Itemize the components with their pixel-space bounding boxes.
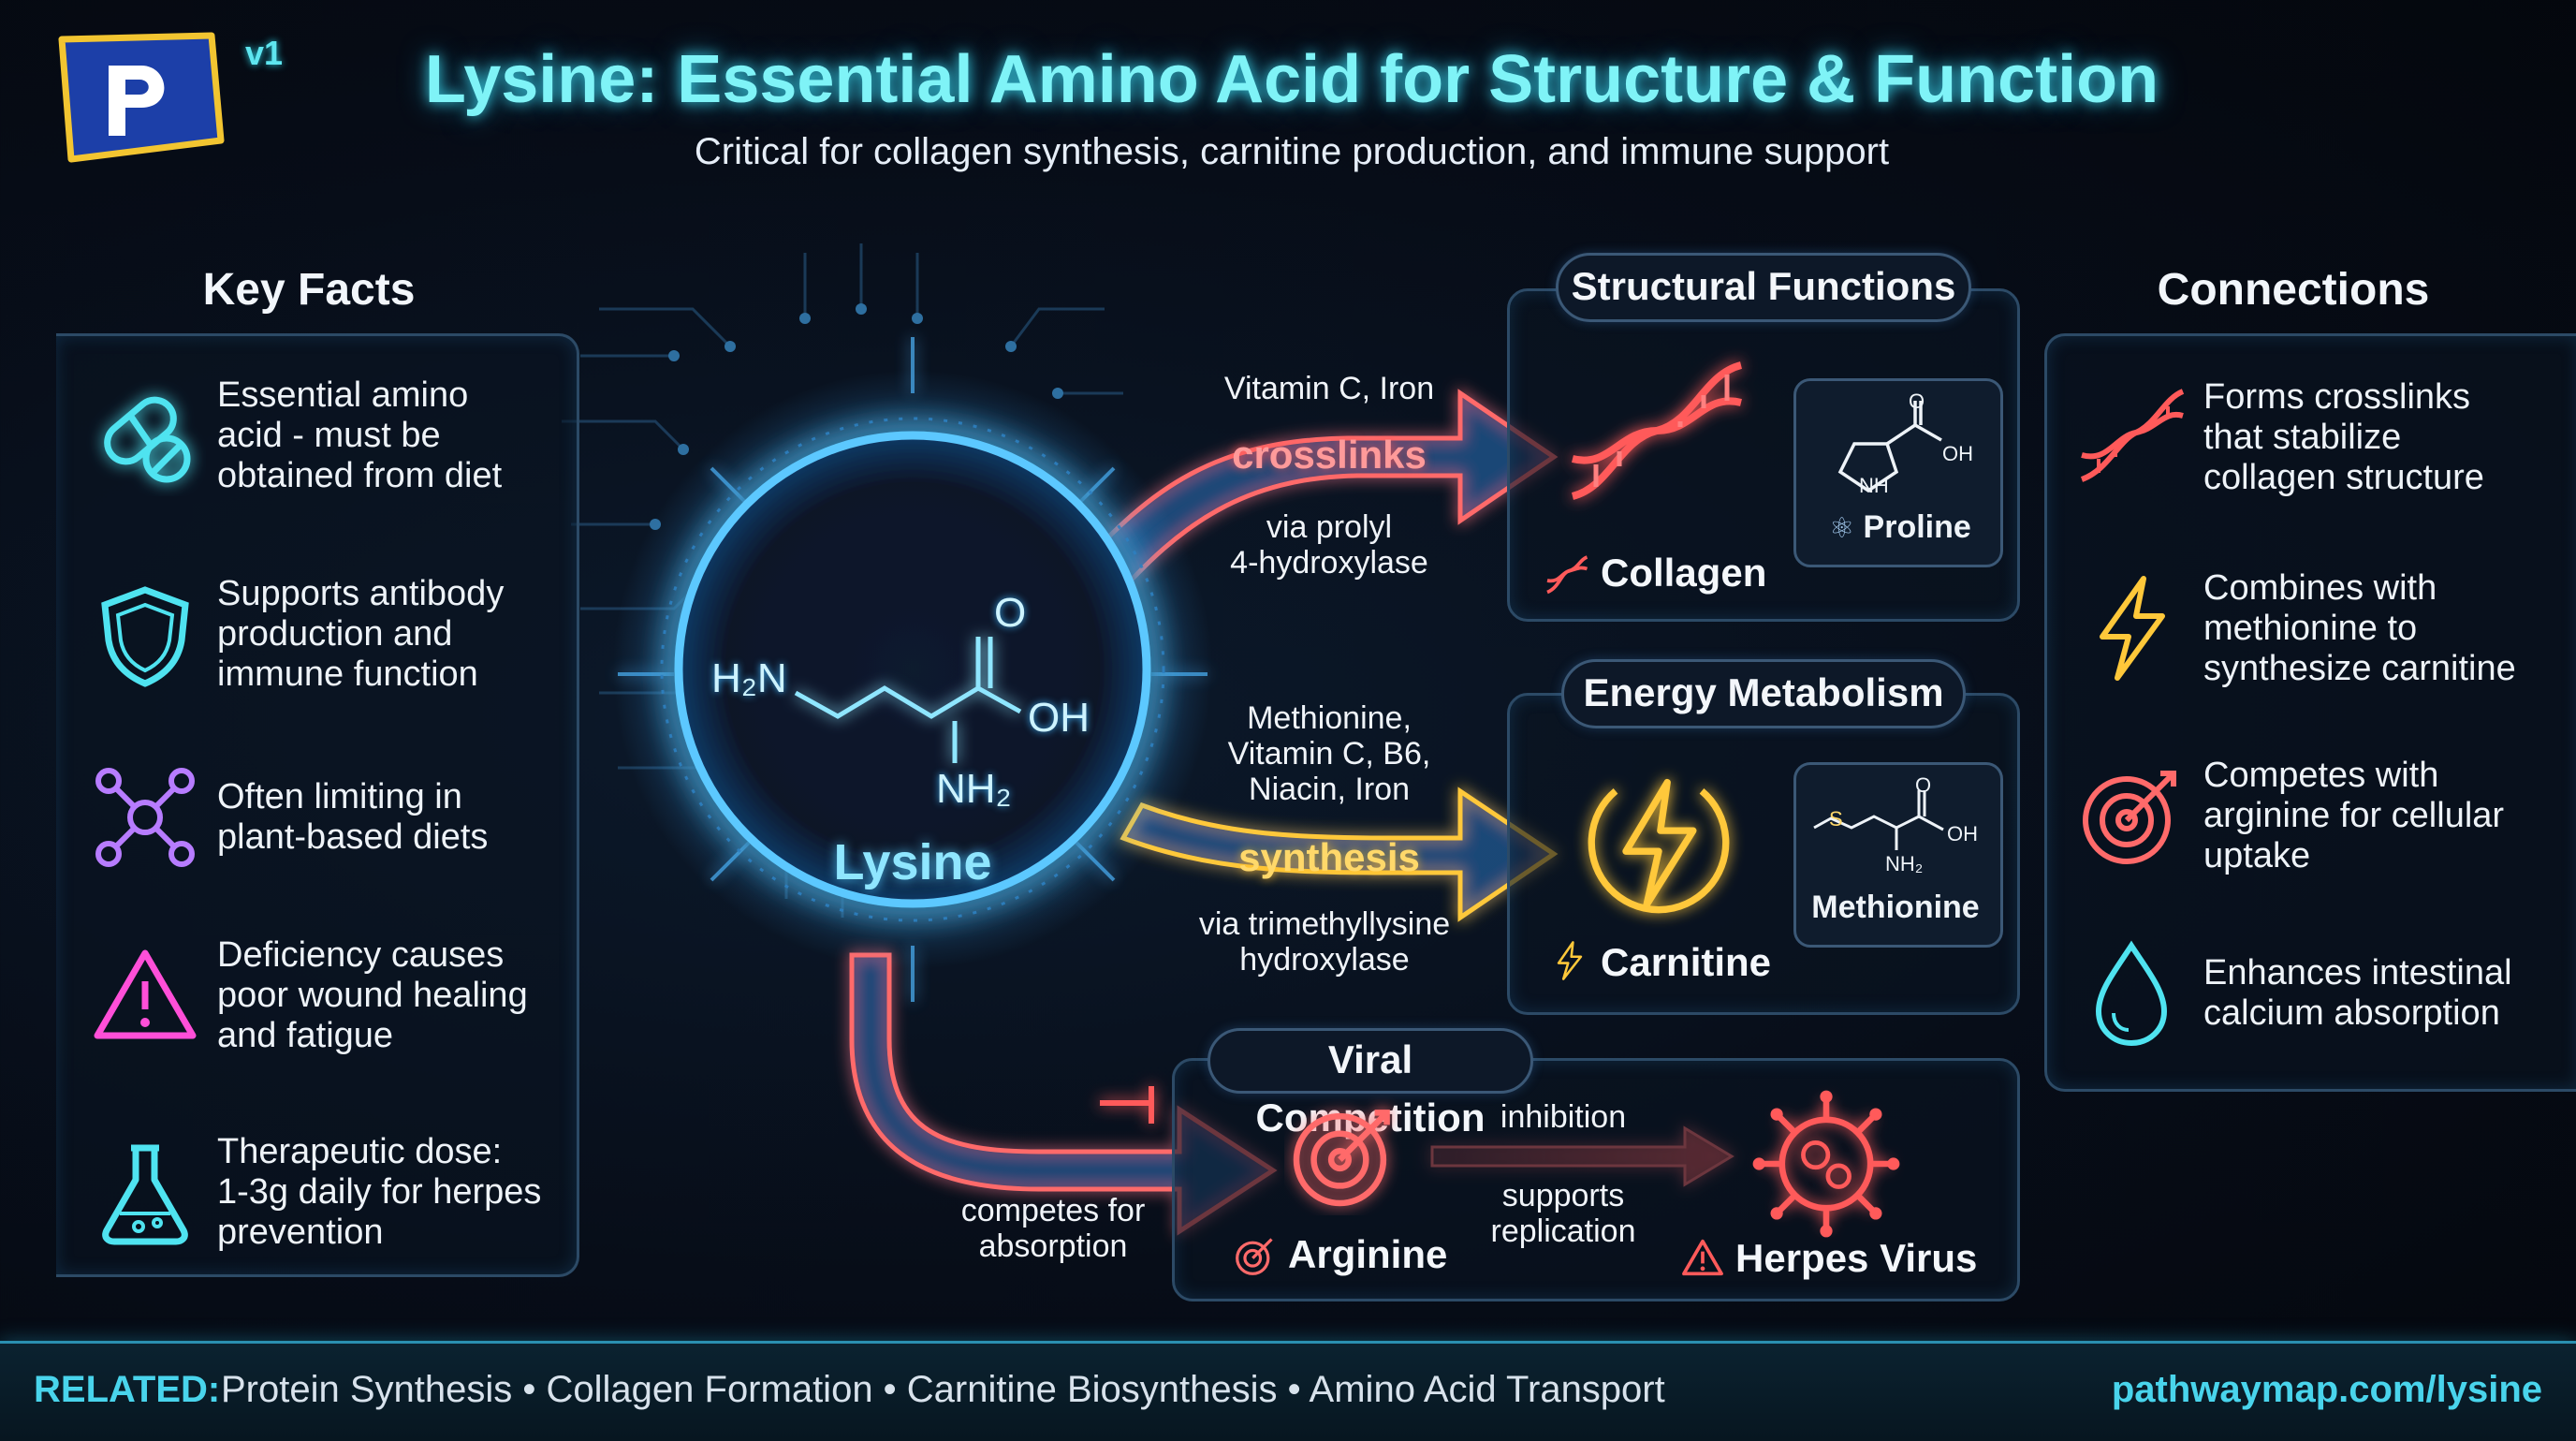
methionine-nh2-label: NH₂ (1885, 852, 1924, 875)
methionine-name: Methionine (1811, 890, 1980, 925)
methionine-oh-label: OH (1947, 822, 1978, 845)
methionine-o-label: O (1915, 773, 1932, 797)
fact-item-1: Essential amino acid - must be obtained … (84, 375, 502, 496)
lysine-core-circle (674, 431, 1151, 908)
collagen-name: Collagen (1601, 551, 1767, 595)
small-dna-icon (1546, 555, 1588, 595)
footer-url-link[interactable]: pathwaymap.com/lysine (2111, 1369, 2542, 1410)
connections-panel (2044, 333, 2576, 1092)
energy-title: Energy Metabolism (1561, 659, 1966, 728)
footer-bar (0, 1341, 2576, 1441)
connection-item-4: Enhances intestinal calcium absorption (2071, 933, 2512, 1054)
dna-icon (2080, 389, 2185, 482)
structural-title: Structural Functions (1556, 253, 1971, 322)
connection-item-2: Combines with methionine to synthesize c… (2071, 567, 2516, 689)
fact-item-4: Deficiency causes poor wound healing and… (84, 934, 528, 1056)
viral-title: Viral Competition (1208, 1028, 1533, 1140)
fact-item-3: Often limiting in plant-based diets (84, 757, 488, 878)
small-lightning-icon (1557, 941, 1583, 980)
logo (58, 32, 225, 163)
inhibition-label: inhibition (1500, 1099, 1627, 1135)
crosslinks-label: crosslinks (1232, 433, 1427, 477)
collagen-cofactors: Vitamin C, Iron (1223, 371, 1435, 406)
small-target-icon (1236, 1238, 1273, 1275)
lysine-structure (794, 637, 1022, 763)
target-icon (2083, 771, 2176, 864)
methionine-s-label: S (1829, 807, 1843, 831)
shield-icon (101, 586, 189, 687)
warning-icon (94, 949, 197, 1039)
methionine-box (1793, 762, 2003, 948)
lightning-icon (2100, 576, 2165, 681)
related-label: RELATED: (34, 1369, 221, 1410)
arginine-name: Arginine (1288, 1232, 1448, 1276)
inhibition-bar (1100, 1086, 1154, 1124)
small-warning-icon (1682, 1239, 1723, 1276)
dna-icon (1571, 361, 1743, 500)
proline-o-label: O (1909, 390, 1925, 413)
page-subtitle: Critical for collagen synthesis, carniti… (694, 131, 1890, 172)
version-badge: v1 (245, 34, 284, 72)
related-items[interactable]: Protein Synthesis • Collagen Formation •… (221, 1369, 1665, 1410)
proline-name: ⚛ Proline (1829, 509, 1971, 545)
viral-panel (1172, 1058, 2020, 1301)
proline-box (1793, 378, 2003, 567)
connections-title: Connections (2157, 265, 2430, 315)
molecule-network-icon (95, 768, 195, 867)
methionine-structure (1813, 790, 1944, 850)
herpes-virus-name: Herpes Virus (1735, 1236, 1978, 1280)
lysine-name: Lysine (833, 834, 992, 890)
connection-item-1: Forms crosslinks that stabilize collagen… (2071, 376, 2484, 498)
lysine-amine-label: H₂N (711, 655, 787, 701)
proline-structure (1837, 401, 1942, 493)
droplet-icon (2095, 940, 2168, 1047)
fact-item-5: Therapeutic dose: 1-3g daily for herpes … (84, 1131, 541, 1253)
virus-icon (1752, 1090, 1900, 1238)
carnitine-name: Carnitine (1601, 940, 1772, 984)
capsule-icon (104, 396, 191, 483)
key-facts-title: Key Facts (202, 265, 416, 315)
proline-oh-label: OH (1942, 442, 1973, 465)
connection-item-3: Competes with arginine for cellular upta… (2071, 755, 2504, 876)
target-icon (1293, 1110, 1390, 1207)
proline-icon: ⚛ (1829, 513, 1855, 544)
lightning-circle-icon (1588, 778, 1730, 914)
lysine-carbonyl-label: O (994, 590, 1027, 636)
flask-icon (102, 1144, 188, 1245)
page-title: Lysine: Essential Amino Acid for Structu… (424, 42, 2159, 117)
synthesis-label: synthesis (1238, 835, 1420, 879)
lysine-alpha-amine-label: NH₂ (936, 766, 1012, 812)
fact-item-2: Supports antibody production and immune … (84, 573, 504, 695)
lysine-hydroxyl-label: OH (1028, 695, 1090, 741)
carnitine-cofactors: Methionine,Vitamin C, B6,Niacin, Iron (1227, 700, 1431, 807)
proline-nh-label: NH (1859, 474, 1889, 497)
